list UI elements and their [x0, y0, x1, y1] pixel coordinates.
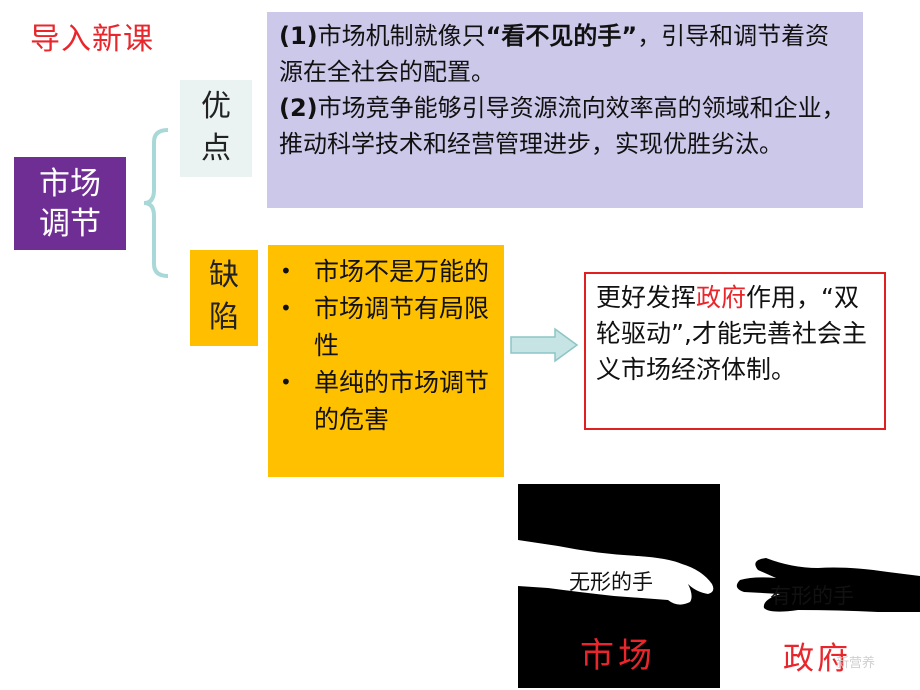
defect-item: • 市场调节有局限性: [276, 290, 494, 364]
advantages-box: (1)市场机制就像只“看不见的手”，引导和调节着资源在全社会的配置。 (2)市场…: [267, 12, 863, 208]
defect-item-text: 单纯的市场调节的危害: [314, 368, 490, 434]
advantage-item-1-number: (1): [279, 22, 318, 50]
advantages-label: 优点: [180, 80, 252, 177]
visible-hand-caption: 有形的手: [770, 584, 854, 608]
advantage-item-1-quote: “看不见的手”: [485, 22, 638, 50]
defects-list: • 市场不是万能的 • 市场调节有局限性 • 单纯的市场调节的危害: [276, 253, 494, 438]
defect-item: • 市场不是万能的: [276, 253, 494, 290]
conclusion-text-pre: 更好发挥: [596, 283, 697, 312]
advantage-item-2: (2)市场竞争能够引导资源流向效率高的领域和企业，推动科学技术和经营管理进步，实…: [279, 90, 851, 162]
hands-illustration: [518, 540, 920, 612]
invisible-hand-icon: [518, 540, 714, 605]
bullet-icon: •: [280, 370, 292, 394]
advantage-item-2-number: (2): [279, 94, 318, 122]
advantage-item-1: (1)市场机制就像只“看不见的手”，引导和调节着资源在全社会的配置。: [279, 18, 851, 90]
defect-item-text: 市场调节有局限性: [314, 294, 490, 360]
conclusion-highlight: 政府: [696, 283, 747, 312]
defects-label: 缺陷: [190, 250, 258, 346]
invisible-hand-caption: 无形的手: [569, 570, 653, 594]
right-arrow-icon: [510, 327, 579, 363]
watermark: 新营养: [836, 656, 876, 671]
government-label: 政府: [783, 641, 851, 677]
advantage-item-1-text: 市场机制就像只: [317, 22, 486, 50]
conclusion-box: 更好发挥政府作用，“双轮驱动”,才能完善社会主义市场经济体制。: [584, 272, 886, 430]
bullet-icon: •: [280, 259, 292, 283]
brace-icon: [143, 128, 169, 278]
conclusion-text-post: 作用，“双轮驱动”,才能完善社会主义市场经济体制。: [596, 283, 867, 384]
advantage-item-1-rest: ，引导和调节着资源在全社会的配置。: [279, 22, 830, 86]
defect-item: • 单纯的市场调节的危害: [276, 364, 494, 438]
visible-hand-icon: [736, 558, 920, 612]
topic-box-market-regulation: 市场调节: [14, 157, 126, 250]
slide-title: 导入新课: [30, 22, 154, 57]
market-label: 市场: [580, 636, 656, 676]
bullet-icon: •: [280, 296, 292, 320]
defects-label-text: 缺陷: [209, 258, 239, 335]
defects-box: • 市场不是万能的 • 市场调节有局限性 • 单纯的市场调节的危害: [268, 245, 504, 477]
advantages-label-text: 优点: [201, 89, 231, 166]
advantage-item-2-text: 市场竞争能够引导资源流向效率高的领域和企业，推动科学技术和经营管理进步，实现优胜…: [279, 94, 846, 158]
defect-item-text: 市场不是万能的: [314, 257, 490, 286]
topic-label: 市场调节: [39, 166, 101, 242]
